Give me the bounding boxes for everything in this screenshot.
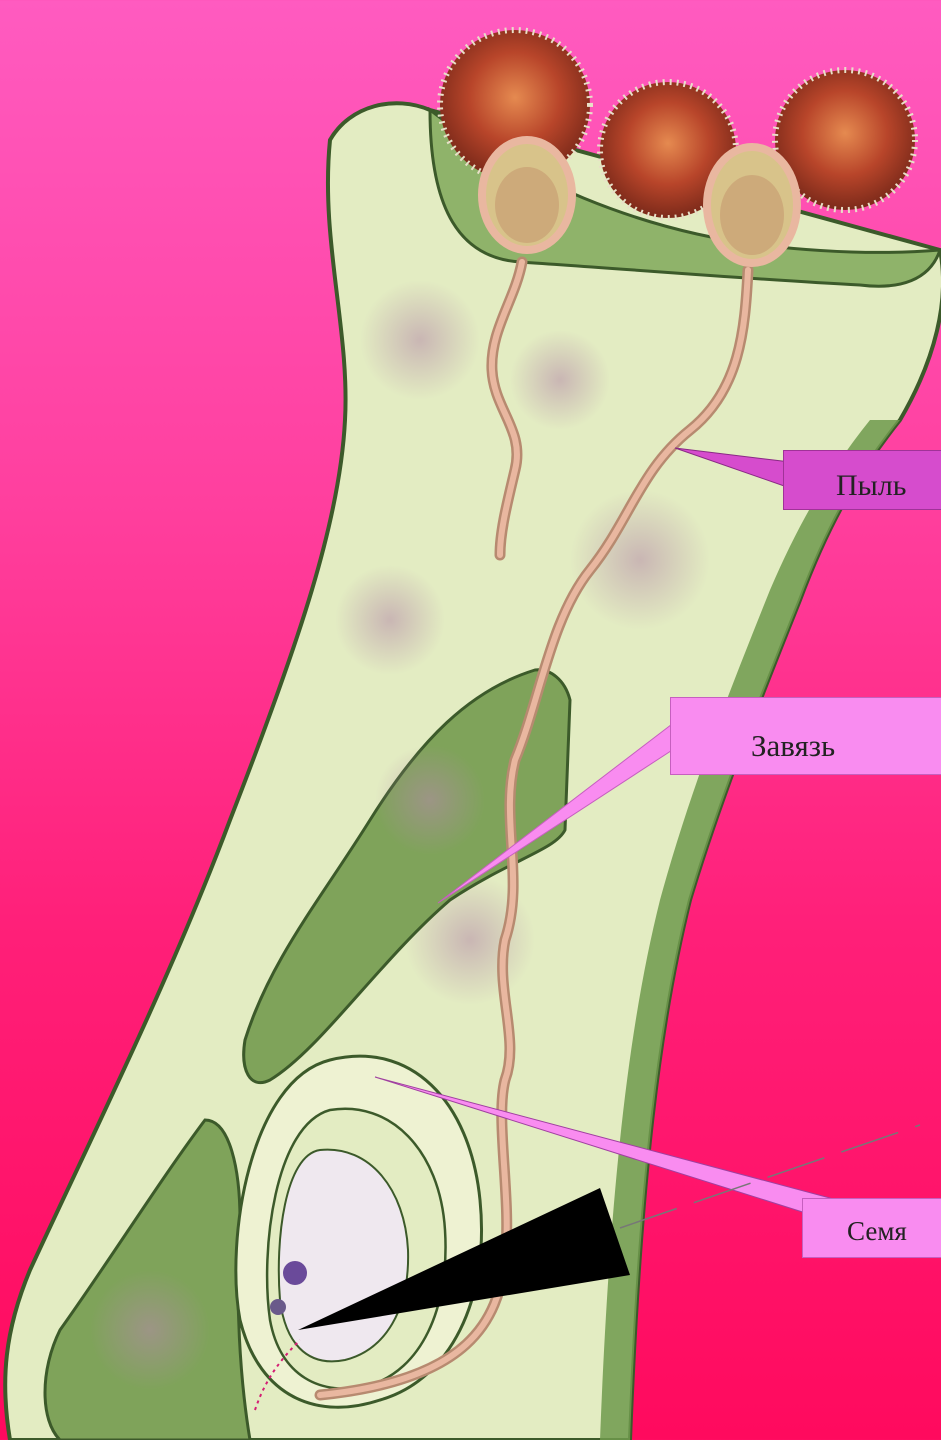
callout-pollen-tube-text: Пыль xyxy=(836,469,906,503)
callout-ovule-text: Семя xyxy=(847,1216,907,1247)
callout-ovary-text: Завязь xyxy=(751,728,835,764)
callout-ovary: Завязь xyxy=(670,697,941,775)
callout-ovule: Семя xyxy=(802,1198,941,1258)
callout-pollen-tube: Пыль xyxy=(783,450,941,510)
